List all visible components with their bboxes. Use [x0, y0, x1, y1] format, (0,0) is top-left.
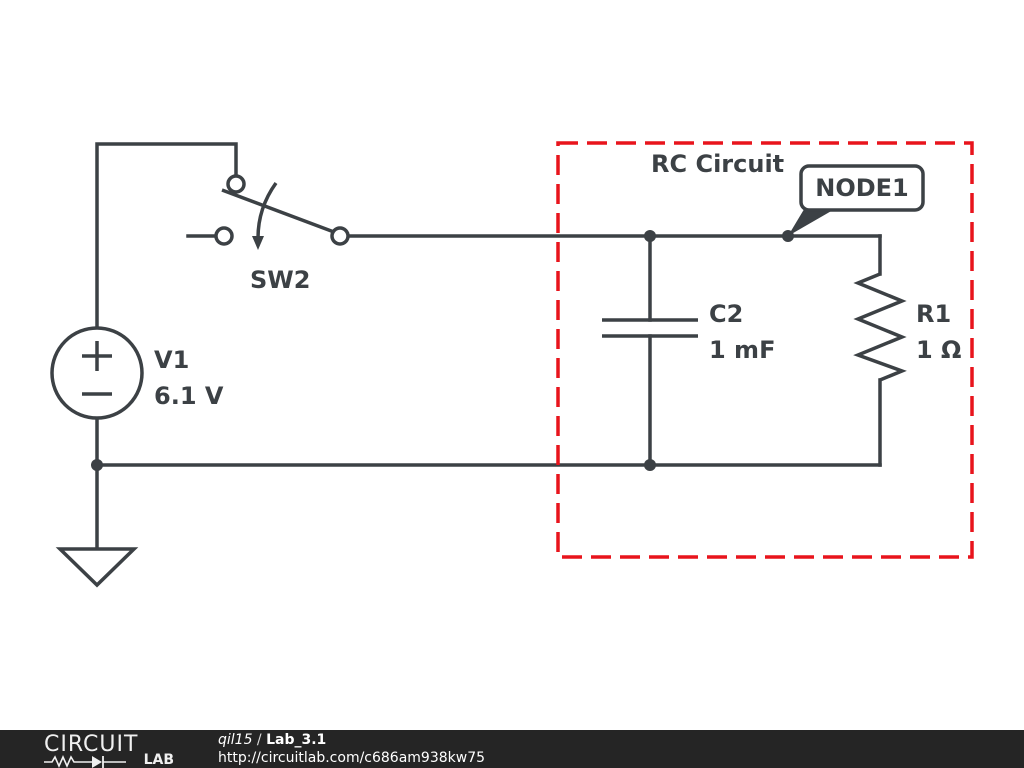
resistor-r1[interactable] — [853, 272, 907, 382]
circuitlab-logo[interactable]: CIRCUIT LAB — [44, 730, 174, 768]
switch-arrow-arc — [256, 181, 278, 239]
source-name-label: V1 — [154, 346, 189, 374]
switch-closed-terminal — [330, 226, 350, 246]
switch-open-terminal — [214, 226, 234, 246]
rc-circuit-box[interactable] — [556, 141, 974, 559]
author-link[interactable]: qil15 — [218, 732, 253, 748]
logo-lab-text: LAB — [143, 752, 174, 768]
switch-name-label: SW2 — [250, 266, 310, 294]
node-flag-box — [799, 164, 925, 212]
schematic-canvas: NODE1 RC Circuit SW2 V1 6.1 V C2 1 mF R1… — [50, 141, 974, 588]
logo-circuit-text: CIRCUIT — [44, 732, 139, 757]
ground-symbol — [55, 547, 139, 588]
circuit-meta: qil15 / Lab_3.1 http://circuitlab.com/c6… — [218, 731, 485, 767]
voltage-source-v1[interactable] — [50, 326, 144, 420]
rc-circuit-title: RC Circuit — [651, 150, 784, 178]
node-label-node1[interactable]: NODE1 — [788, 164, 925, 236]
footer-bar: CIRCUIT LAB qil15 / Lab_3.1 http://circu… — [0, 730, 1024, 768]
switch-sw2[interactable] — [214, 174, 350, 250]
capacitor-c2[interactable] — [602, 318, 698, 338]
switch-blade — [221, 188, 335, 234]
source-circle — [50, 326, 144, 420]
capacitor-name-label: C2 — [709, 300, 743, 328]
circuit-url-link[interactable]: http://circuitlab.com/c686am938kw75 — [218, 750, 486, 766]
capacitor-value-label: 1 mF — [709, 336, 775, 364]
path-separator: / — [252, 732, 267, 748]
logo-resistor-diode-icon — [44, 755, 126, 768]
source-value-label: 6.1 V — [154, 382, 224, 410]
node-flag-pointer — [788, 206, 840, 236]
resistor-value-label: 1 Ω — [916, 336, 961, 364]
project-title[interactable]: Lab_3.1 — [266, 732, 327, 748]
resistor-name-label: R1 — [916, 300, 951, 328]
junction-dot — [91, 459, 103, 471]
junction-dot — [644, 459, 656, 471]
junction-dot — [644, 230, 656, 242]
switch-arrow-head — [252, 236, 264, 250]
wire-source-to-switch — [95, 142, 238, 330]
node-label-text: NODE1 — [815, 174, 909, 202]
switch-common-terminal — [226, 174, 246, 194]
